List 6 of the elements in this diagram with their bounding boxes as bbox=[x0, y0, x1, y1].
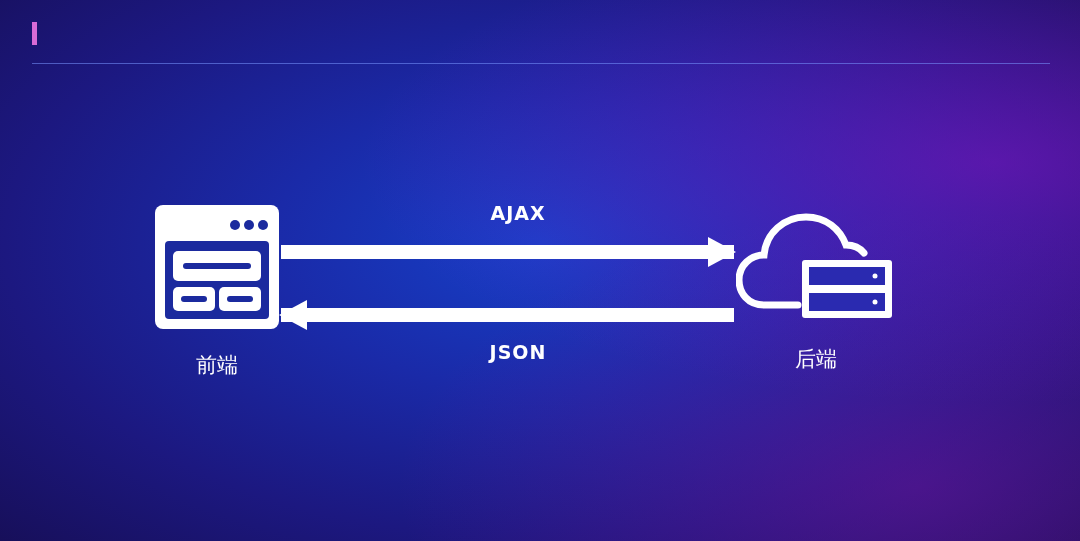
node-label: 后端 bbox=[795, 346, 837, 373]
node-label: 前端 bbox=[196, 352, 238, 379]
edge-label: AJAX bbox=[490, 202, 546, 224]
arrow bbox=[281, 237, 736, 267]
edge-label: JSON bbox=[489, 341, 547, 363]
arrow bbox=[279, 300, 734, 330]
